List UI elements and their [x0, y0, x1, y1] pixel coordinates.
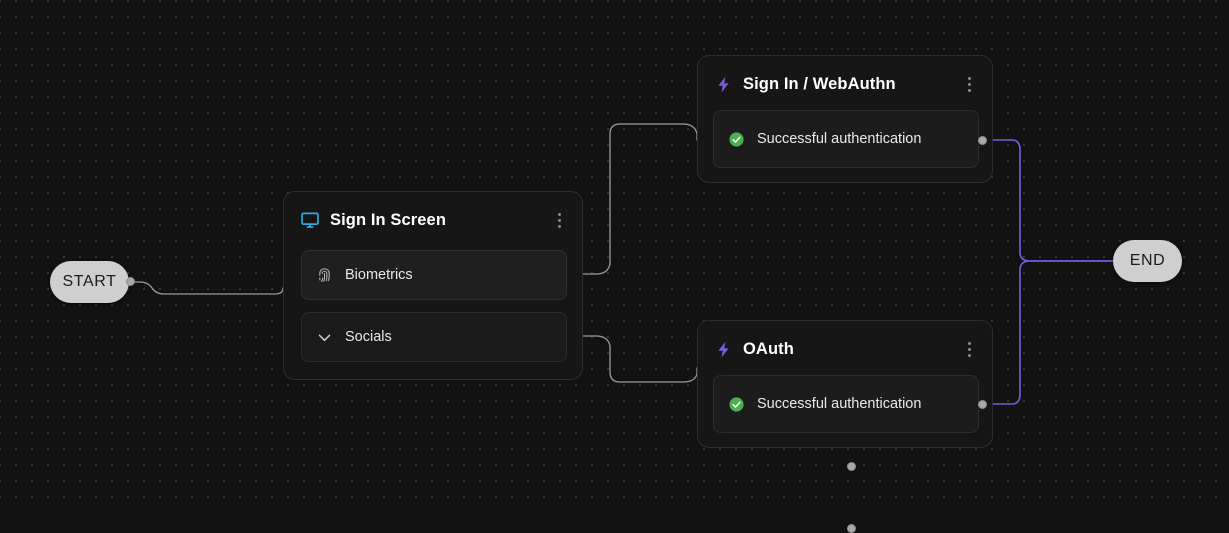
check-circle-icon: [728, 131, 745, 148]
row-socials[interactable]: Socials: [301, 312, 567, 362]
kebab-menu-icon[interactable]: [550, 209, 568, 231]
edge-socials-to-oauth: [571, 335, 698, 383]
end-node[interactable]: END: [1113, 240, 1182, 282]
result-panel[interactable]: Successful authentication: [713, 110, 979, 168]
start-node[interactable]: START: [50, 261, 129, 303]
end-node-label: END: [1129, 252, 1166, 269]
node-oauth[interactable]: OAuth Successful authentication: [697, 320, 993, 448]
node-header: Sign In Screen: [284, 192, 582, 248]
lightning-bolt-icon: [714, 340, 733, 359]
lightning-bolt-icon: [714, 75, 733, 94]
edge-layer: [128, 123, 1114, 405]
kebab-menu-icon[interactable]: [960, 338, 978, 360]
edge-oauth-to-end: [981, 260, 1114, 405]
result-label: Successful authentication: [757, 131, 922, 147]
row-biometrics[interactable]: Biometrics: [301, 250, 567, 300]
node-title: Sign In Screen: [330, 210, 447, 229]
webauthn-output-port[interactable]: [978, 136, 987, 145]
node-title: Sign In / WebAuthn: [743, 74, 896, 93]
biometrics-output-port[interactable]: [847, 462, 856, 471]
row-label: Biometrics: [345, 267, 413, 283]
socials-output-port[interactable]: [847, 524, 856, 533]
fingerprint-icon: [316, 267, 333, 284]
node-sign-in-screen[interactable]: Sign In Screen Biometrics: [283, 191, 856, 533]
result-label: Successful authentication: [757, 396, 922, 412]
oauth-output-port[interactable]: [978, 400, 987, 409]
node-header: OAuth: [698, 321, 992, 377]
check-circle-icon: [728, 396, 745, 413]
edge-start-to-screen: [128, 281, 284, 295]
result-panel[interactable]: Successful authentication: [713, 375, 979, 433]
kebab-menu-icon[interactable]: [960, 73, 978, 95]
start-node-label: START: [62, 273, 117, 290]
edge-biometrics-to-webauthn: [571, 123, 698, 275]
node-header: Sign In / WebAuthn: [698, 56, 992, 112]
edge-webauthn-to-end: [981, 139, 1114, 262]
node-title: OAuth: [743, 339, 794, 358]
start-node-output-port[interactable]: [126, 277, 135, 286]
chevron-down-icon: [316, 329, 333, 346]
node-sign-in-webauthn[interactable]: Sign In / WebAuthn Successful authentica…: [697, 55, 993, 183]
row-label: Socials: [345, 329, 392, 345]
monitor-icon: [300, 210, 320, 230]
